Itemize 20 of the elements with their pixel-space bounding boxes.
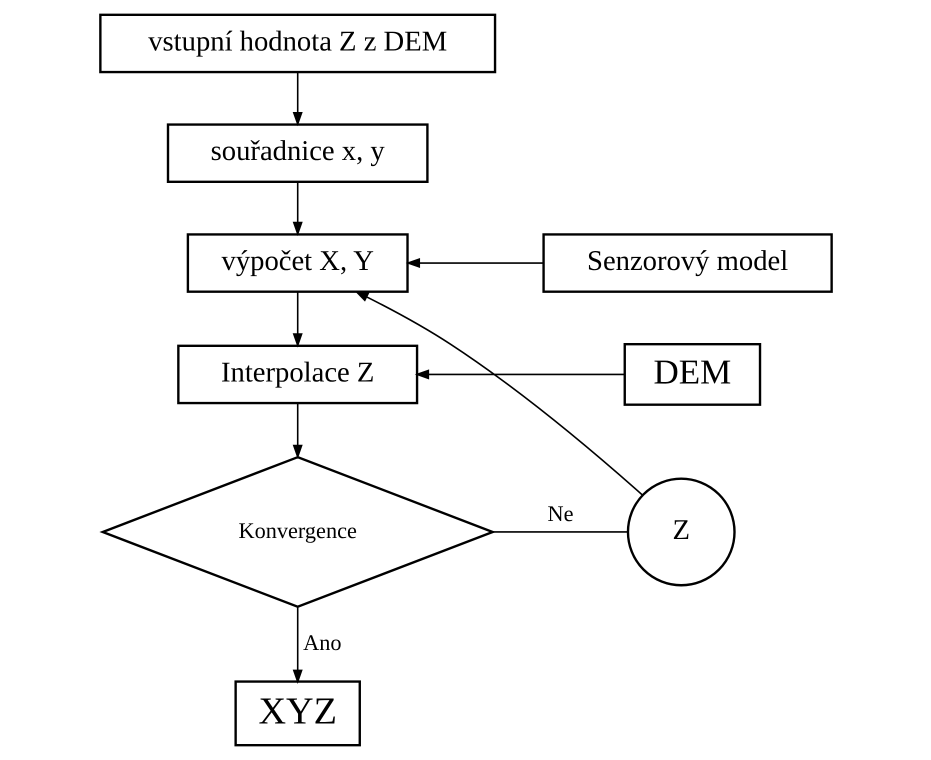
arrow <box>405 258 543 268</box>
arrow <box>292 72 302 126</box>
arrow <box>292 404 302 460</box>
arrow <box>292 292 302 348</box>
node-box: Interpolace Z <box>176 344 418 404</box>
node-circle: Z <box>626 478 736 586</box>
arrow <box>354 290 643 496</box>
node-box: souřadnice x, y <box>166 123 428 184</box>
arrow <box>292 182 302 236</box>
connector <box>492 531 628 533</box>
arrow <box>414 369 624 380</box>
node-box: XYZ <box>234 680 360 746</box>
node-box: vstupní hodnota Z z DEM <box>98 14 496 74</box>
edge-label: Ne <box>547 501 573 526</box>
edge-label: Ano <box>302 630 342 656</box>
node-box: DEM <box>623 343 761 406</box>
node-box: Senzorový model <box>542 233 832 293</box>
arrow <box>292 607 302 684</box>
node-diamond: Konvergence <box>98 456 496 608</box>
node-box: výpočet X, Y <box>186 233 408 293</box>
